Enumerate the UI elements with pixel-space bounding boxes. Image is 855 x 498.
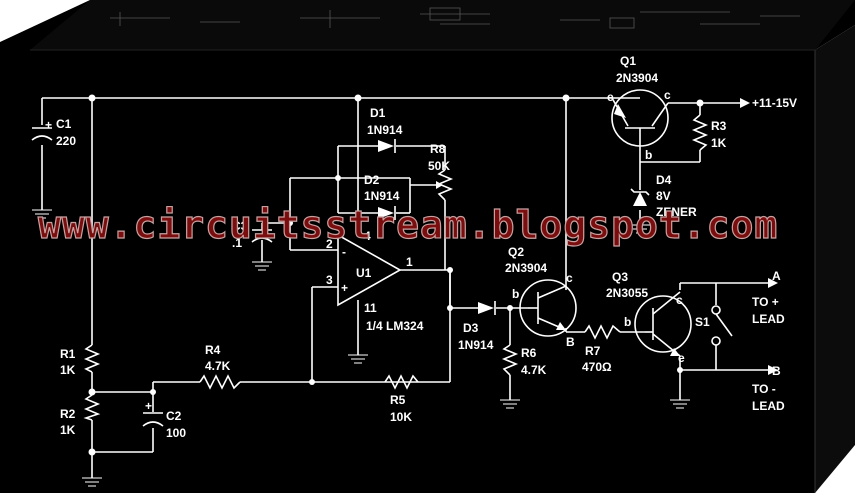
- s1-symbol: [711, 305, 733, 346]
- q1-c: c: [664, 88, 671, 102]
- u1-value: 1/4 LM324: [366, 319, 424, 333]
- d1-ref: D1: [370, 106, 386, 120]
- d4-symbol: [630, 188, 650, 206]
- q3-ref: Q3: [612, 270, 628, 284]
- c3-ref: C3: [232, 219, 248, 233]
- r3-ref: R3: [711, 119, 727, 133]
- d2-value: 1N914: [364, 189, 400, 203]
- d4-ref: D4: [656, 173, 672, 187]
- r2-symbol: [83, 394, 101, 421]
- terminal-b-line1: TO -: [752, 382, 776, 396]
- d3-value: 1N914: [458, 338, 494, 352]
- q2-b: b: [512, 287, 519, 301]
- r8-value: 50K: [428, 159, 450, 173]
- r8-symbol: [410, 169, 454, 201]
- c1-value: 220: [56, 134, 76, 148]
- s1-ref: S1: [695, 315, 710, 329]
- q2-c: c: [566, 271, 573, 285]
- c2-symbol: [142, 412, 164, 427]
- q2-symbol: [519, 279, 577, 337]
- u1-plus: +: [341, 281, 348, 295]
- u1-minus: -: [342, 245, 346, 259]
- wires: [41, 97, 770, 478]
- pin-3: 3: [326, 273, 333, 287]
- pin-1: 1: [406, 255, 413, 269]
- r7-ref: R7: [585, 344, 601, 358]
- c3-value: .1: [232, 236, 242, 250]
- c1-plus: +: [45, 118, 52, 132]
- d1-symbol: [378, 139, 396, 153]
- r6-value: 4.7K: [521, 363, 547, 377]
- labels: + C1 220 + C2 100 C3 .1 R1 1K R2 1K R4 4…: [45, 54, 797, 440]
- q3-c: c: [676, 293, 683, 307]
- q3-b: b: [624, 315, 631, 329]
- r4-value: 4.7K: [205, 359, 231, 373]
- r8-ref: R8: [430, 142, 446, 156]
- r7-value: 470Ω: [582, 360, 612, 374]
- q1-symbol: [611, 89, 669, 147]
- u1-symbol: [337, 233, 402, 307]
- terminal-a-line2: LEAD: [752, 312, 785, 326]
- d2-ref: D2: [364, 173, 380, 187]
- r2-ref: R2: [60, 407, 76, 421]
- c1-symbol: [31, 127, 53, 141]
- r6-symbol: [501, 344, 519, 376]
- c2-plus: +: [145, 399, 152, 413]
- terminal-arrows: [740, 98, 778, 375]
- d2-symbol: [378, 206, 396, 220]
- terminal-a-line1: TO +: [752, 295, 779, 309]
- pin-2: 2: [326, 237, 333, 251]
- r7-symbol: [584, 324, 621, 340]
- box-side: [815, 25, 855, 493]
- r5-value: 10K: [390, 410, 412, 424]
- junctions: [88, 94, 704, 456]
- q1-value: 2N3904: [616, 71, 658, 85]
- d3-symbol: [478, 301, 496, 315]
- d1-value: 1N914: [367, 123, 403, 137]
- r5-ref: R5: [390, 393, 406, 407]
- box-top: [30, 0, 855, 50]
- q2-value: 2N3904: [505, 261, 547, 275]
- r3-value: 1K: [711, 136, 727, 150]
- q1-ref: Q1: [620, 54, 636, 68]
- q3-value: 2N3055: [606, 286, 648, 300]
- c2-ref: C2: [166, 409, 182, 423]
- terminal-a: A: [772, 269, 781, 283]
- d3-ref: D3: [463, 321, 479, 335]
- q2-ref: Q2: [508, 245, 524, 259]
- r5-symbol: [384, 374, 419, 390]
- c3-symbol: [251, 223, 273, 248]
- watermark: www.circuitsstream.blogspot.com: [38, 203, 778, 247]
- c2-value: 100: [166, 426, 186, 440]
- terminal-b: B: [772, 364, 781, 378]
- r3-symbol: [691, 114, 709, 151]
- u1-ref: U1: [356, 266, 372, 280]
- q1-b: b: [645, 148, 652, 162]
- r1-ref: R1: [60, 347, 76, 361]
- ground-symbols: [32, 209, 690, 487]
- pin-11: 11: [364, 301, 377, 315]
- q1-e: e: [607, 90, 614, 104]
- terminal-b-line2: LEAD: [752, 399, 785, 413]
- q3-e: e: [678, 351, 685, 365]
- top-texture: [110, 7, 800, 29]
- d4-type: ZENER: [656, 205, 697, 219]
- d4-value: 8V: [656, 189, 671, 203]
- r4-symbol: [199, 374, 241, 390]
- supply-label: +11-15V: [752, 96, 797, 110]
- q3-symbol: [634, 291, 692, 357]
- r2-value: 1K: [60, 423, 76, 437]
- r6-ref: R6: [521, 346, 537, 360]
- q2-e: B: [566, 335, 575, 349]
- r1-value: 1K: [60, 363, 76, 377]
- c1-ref: C1: [56, 117, 72, 131]
- r4-ref: R4: [205, 343, 221, 357]
- pin-4: 4: [364, 229, 371, 243]
- r1-symbol: [83, 344, 101, 373]
